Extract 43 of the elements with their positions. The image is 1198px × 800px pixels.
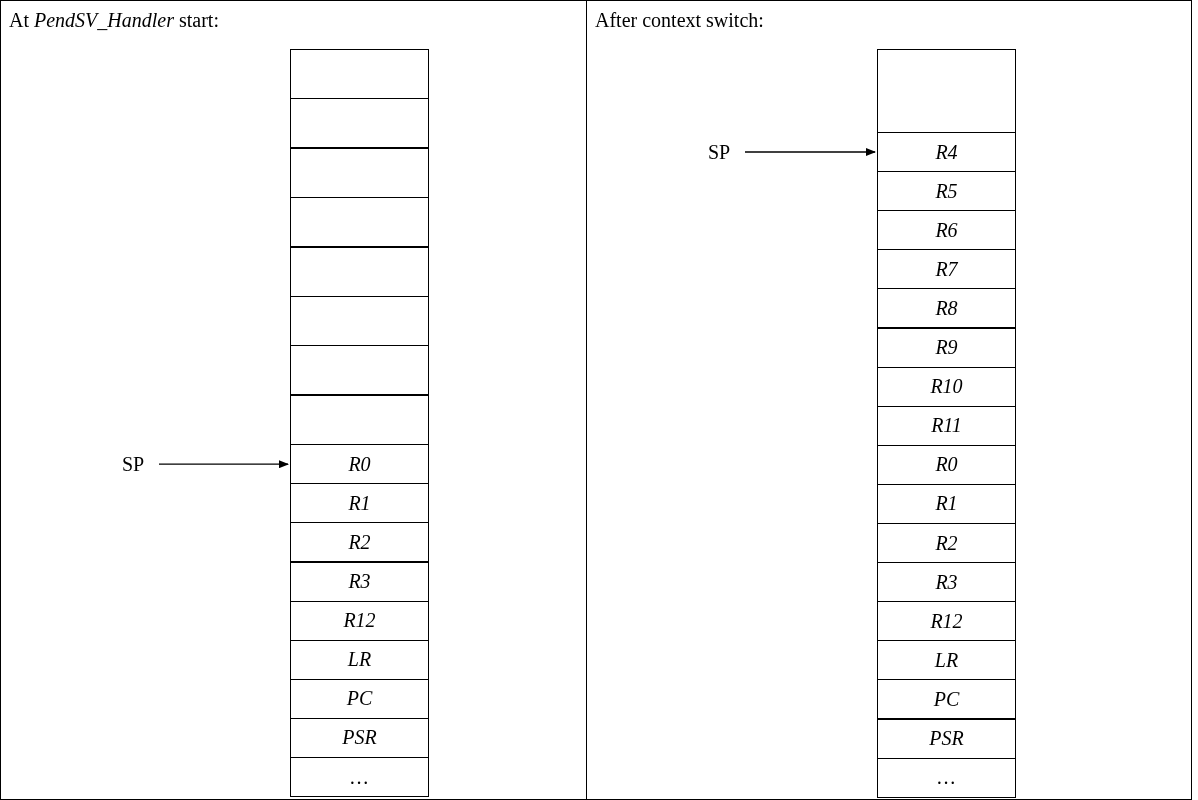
- stack-slot: R12: [877, 601, 1016, 642]
- stack-slot: R0: [877, 444, 1016, 485]
- empty-stack-slot: [290, 394, 429, 445]
- stack-slot: …: [877, 757, 1016, 798]
- stack-slot: R2: [877, 523, 1016, 563]
- stack-slot: R1: [290, 483, 429, 524]
- stack-slot: R6: [877, 210, 1016, 251]
- stack-slot: PC: [290, 678, 429, 719]
- stack-slot: R1: [877, 483, 1016, 524]
- stack-slot: R3: [877, 562, 1016, 603]
- empty-stack-slot: [877, 49, 1016, 133]
- stack-slot: R11: [877, 405, 1016, 446]
- table-panel: [0, 0, 587, 800]
- empty-stack-slot: [290, 296, 429, 346]
- empty-stack-slot: [290, 49, 429, 99]
- stack-slot: R12: [290, 600, 429, 641]
- arrow: [744, 148, 876, 156]
- stack-slot: R5: [877, 171, 1016, 212]
- panel-heading: At PendSV_Handler start:: [9, 9, 219, 32]
- stack-slot: R8: [877, 288, 1016, 329]
- stack-slot: R9: [877, 327, 1016, 368]
- stack-slot: LR: [290, 639, 429, 680]
- panel-heading: After context switch:: [595, 9, 764, 32]
- stack-slot: R3: [290, 561, 429, 602]
- stack-slot: R10: [877, 366, 1016, 407]
- empty-stack-slot: [290, 147, 429, 198]
- stack-pointer-label: SP: [111, 444, 155, 484]
- table-panel: [586, 0, 1192, 800]
- stack-slot: R7: [877, 249, 1016, 290]
- stack-slot: PC: [877, 679, 1016, 720]
- empty-stack-slot: [290, 98, 429, 149]
- stack-slot: LR: [877, 640, 1016, 681]
- arrow: [158, 460, 289, 469]
- stack-slot: R0: [290, 444, 429, 485]
- empty-stack-slot: [290, 345, 429, 396]
- stack-pointer-label: SP: [697, 132, 741, 172]
- stack-slot: PSR: [290, 717, 429, 758]
- stack-slot: R4: [877, 132, 1016, 172]
- empty-stack-slot: [290, 246, 429, 297]
- stack-slot: …: [290, 757, 429, 797]
- stack-slot: PSR: [877, 718, 1016, 759]
- stack-slot: R2: [290, 522, 429, 563]
- empty-stack-slot: [290, 197, 429, 248]
